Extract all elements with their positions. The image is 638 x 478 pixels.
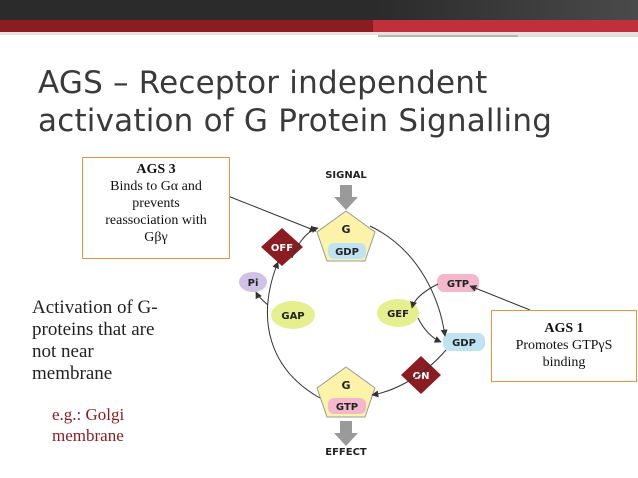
main-bullet-line: not near (32, 341, 94, 362)
top-dark-bar (0, 0, 638, 20)
return-to-g-bottom-arrow (371, 349, 447, 398)
gap-label: GAP (281, 311, 304, 322)
gdp-right-label: GDP (452, 338, 476, 349)
ags1-line: Promotes GTPγS (515, 338, 613, 353)
hydrolysis-cycle-arrow (267, 261, 321, 399)
title-line-1: AGS – Receptor independent (38, 65, 488, 101)
off-label: OFF (271, 243, 293, 254)
signal-label: SIGNAL (325, 170, 367, 181)
gdp-release-arrow (417, 317, 442, 343)
top-red-bar (0, 20, 638, 32)
gtp-bottom-label: GTP (336, 402, 358, 413)
ags3-line: Gβγ (144, 230, 168, 245)
main-bullet-line: proteins that are (32, 319, 155, 340)
decor-line-accent-light (518, 35, 638, 37)
gdp-top-pill (328, 243, 366, 259)
pi-ellipse (239, 272, 267, 292)
ags1-pointer (469, 285, 531, 311)
decor-line (0, 32, 638, 35)
ags1-callout: AGS 1 Promotes GTPγS binding (491, 310, 637, 382)
top-dark-bar-gradient (378, 0, 638, 20)
sub-bullet: e.g.: Golgi membrane (52, 404, 212, 446)
pi-label: Pi (248, 278, 259, 289)
decor-line-accent (378, 35, 518, 37)
activation-cycle-arrow (369, 225, 448, 337)
main-bullet: Activation of G- proteins that are not n… (32, 297, 232, 385)
pi-release-arrow (255, 291, 269, 306)
gdp-right-pill (443, 333, 485, 351)
gtp-binding-arrow (410, 283, 439, 309)
g-bottom-label: G (341, 379, 350, 392)
signal-arrow (334, 185, 358, 210)
title-line-2: activation of G Protein Signalling (38, 103, 553, 139)
gef-label: GEF (387, 309, 409, 320)
gtp-right-label: GTP (447, 279, 469, 290)
ags3-callout: AGS 3 Binds to Gα and prevents reassocia… (82, 157, 230, 259)
main-bullet-line: Activation of G- (32, 297, 158, 318)
effect-arrow (334, 421, 358, 446)
g-top-label: G (341, 223, 350, 236)
top-red-bar-highlight (373, 20, 638, 32)
gef-ellipse (377, 299, 419, 327)
gdp-top-label: GDP (335, 247, 359, 258)
ags3-line: reassociation with (105, 213, 207, 228)
sub-bullet-line: e.g.: Golgi (52, 405, 125, 424)
ags3-line: Binds to Gα and (110, 179, 202, 194)
gtp-bottom-pill (328, 398, 366, 414)
main-bullet-line: membrane (32, 363, 113, 384)
ags3-pointer (227, 195, 317, 232)
slide-title: AGS – Receptor independent activation of… (38, 64, 628, 140)
gtp-right-pill (437, 274, 479, 292)
sub-bullet-line: membrane (52, 426, 124, 445)
ags1-heading: AGS 1 (544, 321, 584, 336)
ags3-line: prevents (132, 196, 180, 211)
on-label: ON (413, 371, 430, 382)
effect-label: EFFECT (325, 447, 367, 458)
ags3-heading: AGS 3 (136, 162, 176, 177)
ags1-line: binding (542, 355, 586, 370)
gap-ellipse (271, 301, 315, 329)
